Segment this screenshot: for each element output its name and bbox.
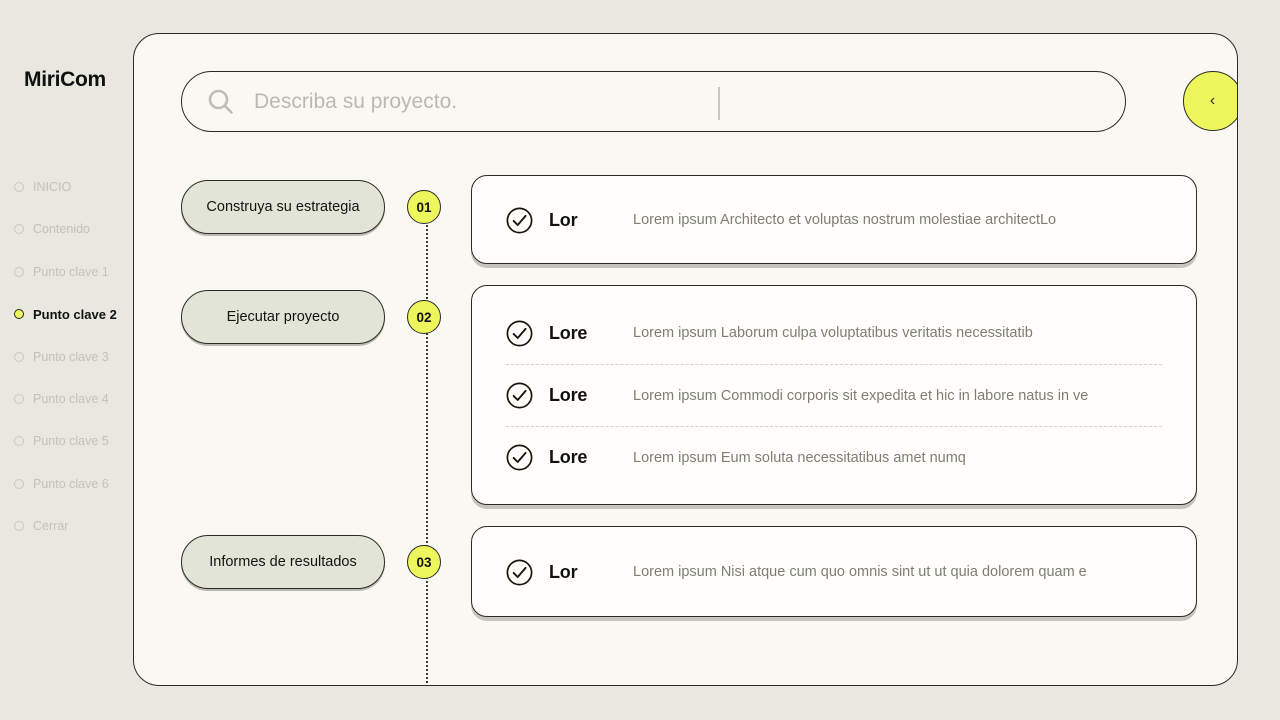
step-badge-3: 03 <box>407 545 441 579</box>
text-caret <box>718 87 720 120</box>
result-row-label: Lore <box>549 322 588 343</box>
sidebar-item-label: INICIO <box>33 180 72 194</box>
step-pill-1[interactable]: Construya su estrategia <box>181 180 385 234</box>
sidebar-item-label: Punto clave 3 <box>33 349 109 364</box>
radio-icon <box>14 436 24 447</box>
sidebar-item-label: Punto clave 4 <box>33 391 109 406</box>
timeline-step: Construya su estrategia 01 <box>181 180 441 234</box>
step-pill-3[interactable]: Informes de resultados <box>181 535 385 589</box>
check-circle-icon <box>506 207 533 233</box>
result-row-text: Lorem ipsum Commodi corporis sit expedit… <box>633 387 1089 404</box>
radio-icon <box>14 478 24 489</box>
sidebar-item-label: Contenido <box>33 222 90 237</box>
result-row-text: Lorem ipsum Eum soluta necessitatibus am… <box>633 449 966 466</box>
sidebar-item-3[interactable]: Punto clave 2 <box>14 303 144 325</box>
step-badge-2: 02 <box>407 300 441 334</box>
main-panel: Describa su proyecto. ‹ Construya su est… <box>133 33 1238 686</box>
sidebar-item-4[interactable]: Punto clave 3 <box>14 346 144 368</box>
radio-icon <box>14 182 24 192</box>
search-placeholder: Describa su proyecto. <box>254 89 458 113</box>
step-pill-2[interactable]: Ejecutar proyecto <box>181 290 385 344</box>
result-row[interactable]: Lor Lorem ipsum Architecto et voluptas no… <box>506 189 1162 251</box>
search-input[interactable]: Describa su proyecto. <box>181 71 1126 132</box>
result-row[interactable]: Lore Lorem ipsum Commodi corporis sit exp… <box>506 364 1162 426</box>
sidebar-item-2[interactable]: Punto clave 1 <box>14 261 144 283</box>
sidebar-item-label: Punto clave 5 <box>33 434 109 449</box>
radio-icon <box>14 224 24 235</box>
sidebar-item-1[interactable]: Contenido <box>14 218 144 240</box>
radio-icon <box>14 266 24 277</box>
result-row-label: Lor <box>549 209 578 230</box>
check-circle-icon <box>506 444 533 471</box>
sidebar-item-label: Punto clave 6 <box>33 476 109 491</box>
sidebar-item-label: Punto clave 2 <box>33 306 117 322</box>
sidebar-item-label: Cerrar <box>33 519 69 534</box>
sidebar-item-8[interactable]: Cerrar <box>14 515 144 537</box>
check-circle-icon <box>506 559 533 585</box>
radio-icon <box>14 351 24 362</box>
sidebar-item-7[interactable]: Punto clave 6 <box>14 473 144 495</box>
cards-container: Lor Lorem ipsum Architecto et voluptas no… <box>471 175 1197 638</box>
check-circle-icon <box>506 382 533 409</box>
radio-icon <box>14 521 24 532</box>
result-row-text: Lorem ipsum Laborum culpa voluptatibus v… <box>633 325 1033 341</box>
radio-selected-icon <box>14 309 24 320</box>
back-button[interactable]: ‹ <box>1183 71 1237 131</box>
step-badge-1: 01 <box>407 190 441 224</box>
sidebar-item-6[interactable]: Punto clave 5 <box>14 430 144 452</box>
sidebar-item-label: Punto clave 1 <box>33 264 109 279</box>
result-row-text: Lorem ipsum Architecto et voluptas nostr… <box>633 212 1057 228</box>
result-row-label: Lor <box>549 561 578 582</box>
radio-icon <box>14 393 24 404</box>
brand-logo: MiriCom <box>24 68 106 91</box>
sidebar-item-5[interactable]: Punto clave 4 <box>14 388 144 410</box>
sidebar-item-0[interactable]: INICIO <box>14 176 144 198</box>
timeline-connector <box>426 212 428 685</box>
timeline-step: Informes de resultados 03 <box>181 535 441 589</box>
result-row-label: Lore <box>549 447 588 467</box>
result-row[interactable]: Lore Lorem ipsum Laborum culpa voluptatib… <box>506 302 1162 364</box>
search-icon <box>208 89 233 114</box>
check-circle-icon <box>506 320 533 346</box>
chevron-left-icon: ‹ <box>1209 92 1216 109</box>
search-row: Describa su proyecto. ‹ <box>181 71 1237 135</box>
timeline-step: Ejecutar proyecto 02 <box>181 290 441 344</box>
result-row[interactable]: Lore Lorem ipsum Eum soluta necessitatibu… <box>506 426 1162 488</box>
result-row[interactable]: Lor Lorem ipsum Nisi atque cum quo omnis … <box>506 541 1162 603</box>
result-card[interactable]: Lor Lorem ipsum Nisi atque cum quo omnis … <box>471 526 1197 617</box>
result-card[interactable]: Lor Lorem ipsum Architecto et voluptas no… <box>471 175 1197 264</box>
result-row-label: Lore <box>549 385 588 405</box>
result-row-text: Lorem ipsum Nisi atque cum quo omnis sin… <box>633 564 1087 580</box>
result-card[interactable]: Lore Lorem ipsum Laborum culpa voluptatib… <box>471 285 1197 505</box>
